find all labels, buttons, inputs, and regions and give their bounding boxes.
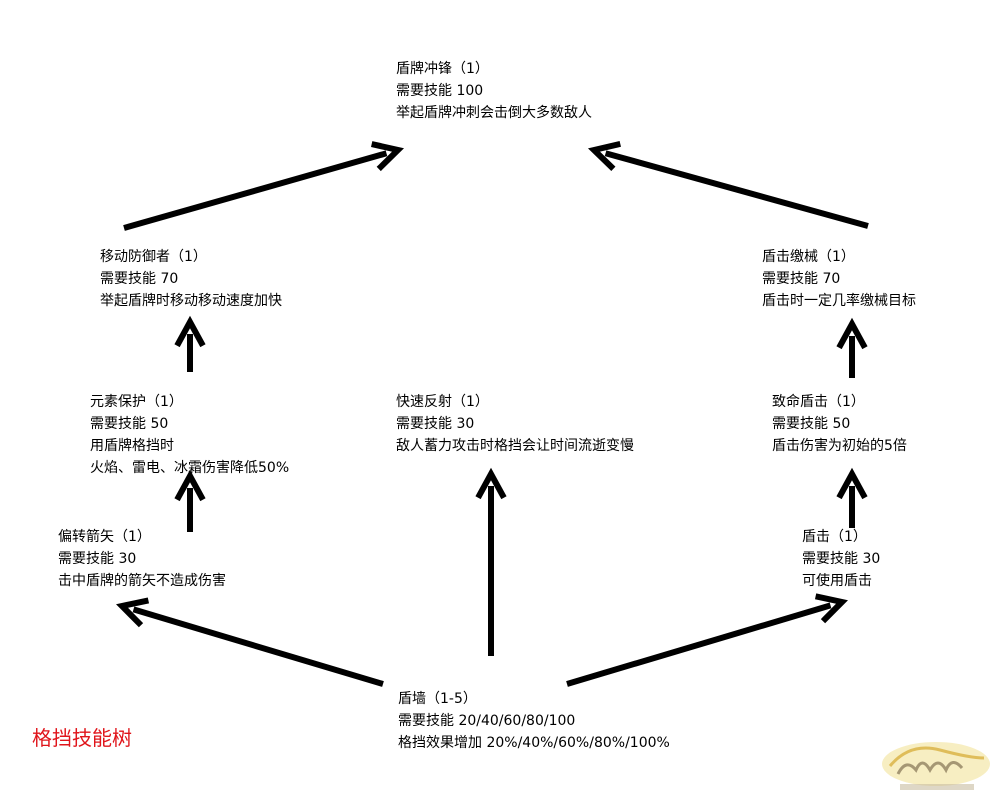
node-description: 可使用盾击 bbox=[802, 573, 872, 589]
node-description: 敌人蓄力攻击时格挡会让时间流逝变慢 bbox=[396, 438, 634, 454]
watermark-logo bbox=[882, 742, 990, 790]
node-description: 举起盾牌时移动移动速度加快 bbox=[100, 293, 282, 309]
node-deadly-bash: 致命盾击（1） 需要技能 50 盾击伤害为初始的5倍 bbox=[772, 391, 907, 457]
arrow-shield-wall-to-power-bash bbox=[566, 602, 832, 687]
node-power-bash: 盾击（1） 需要技能 30 可使用盾击 bbox=[802, 526, 880, 592]
node-description: 举起盾牌冲刺会击倒大多数敌人 bbox=[396, 105, 592, 121]
node-description: 击中盾牌的箭矢不造成伤害 bbox=[58, 573, 226, 589]
node-requirement: 需要技能 30 bbox=[58, 551, 137, 567]
arrowhead-power-bash bbox=[814, 593, 848, 624]
node-requirement: 需要技能 50 bbox=[772, 416, 851, 432]
arrowhead-elemental-protection bbox=[174, 469, 206, 502]
node-description: 盾击时一定几率缴械目标 bbox=[762, 293, 916, 309]
node-requirement: 需要技能 30 bbox=[396, 416, 475, 432]
node-name: 快速反射（1） bbox=[396, 394, 489, 410]
node-name: 盾击缴械（1） bbox=[762, 249, 855, 265]
arrowhead-deflect-arrows bbox=[116, 597, 150, 628]
node-name: 元素保护（1） bbox=[90, 394, 183, 410]
node-shield-wall: 盾墙（1-5） 需要技能 20/40/60/80/100 格挡效果增加 20%/… bbox=[398, 688, 670, 754]
node-name: 偏转箭矢（1） bbox=[58, 529, 151, 545]
node-shield-disarm: 盾击缴械（1） 需要技能 70 盾击时一定几率缴械目标 bbox=[762, 246, 916, 312]
node-elemental-protection: 元素保护（1） 需要技能 50 用盾牌格挡时 火焰、雷电、冰霜伤害降低50% bbox=[90, 391, 289, 479]
arrowhead-shield-disarm bbox=[836, 317, 868, 350]
arrowhead-deadly-bash bbox=[836, 467, 868, 500]
arrowhead-shield-charge bbox=[371, 141, 405, 172]
node-name: 移动防御者（1） bbox=[100, 249, 207, 265]
node-description: 盾击伤害为初始的5倍 bbox=[772, 438, 907, 454]
arrow-shield-disarm-to-shield-charge bbox=[604, 150, 869, 229]
tree-title: 格挡技能树 bbox=[32, 726, 132, 750]
node-name: 盾墙（1-5） bbox=[398, 691, 477, 707]
node-description-2: 火焰、雷电、冰霜伤害降低50% bbox=[90, 460, 290, 476]
node-requirement: 需要技能 70 bbox=[762, 271, 841, 287]
arrow-shield-wall-to-deflect-arrows bbox=[132, 606, 384, 687]
node-requirement: 需要技能 100 bbox=[396, 83, 484, 99]
node-mobile-defender: 移动防御者（1） 需要技能 70 举起盾牌时移动移动速度加快 bbox=[100, 246, 282, 312]
node-name: 盾击（1） bbox=[802, 529, 867, 545]
node-description: 用盾牌格挡时 bbox=[90, 438, 174, 454]
node-deflect-arrows: 偏转箭矢（1） 需要技能 30 击中盾牌的箭矢不造成伤害 bbox=[58, 526, 226, 592]
arrowhead-quick-reflexes bbox=[475, 467, 507, 500]
arrowhead-mobile-defender bbox=[174, 315, 206, 348]
node-quick-reflexes: 快速反射（1） 需要技能 30 敌人蓄力攻击时格挡会让时间流逝变慢 bbox=[396, 391, 634, 457]
arrow-mobile-defender-to-shield-charge bbox=[123, 150, 388, 231]
node-requirement: 需要技能 20/40/60/80/100 bbox=[398, 713, 576, 729]
node-requirement: 需要技能 50 bbox=[90, 416, 169, 432]
node-requirement: 需要技能 70 bbox=[100, 271, 179, 287]
node-requirement: 需要技能 30 bbox=[802, 551, 881, 567]
node-name: 盾牌冲锋（1） bbox=[396, 61, 489, 77]
arrowhead-shield-charge bbox=[587, 140, 621, 171]
node-description: 格挡效果增加 20%/40%/60%/80%/100% bbox=[398, 735, 670, 751]
node-shield-charge: 盾牌冲锋（1） 需要技能 100 举起盾牌冲刺会击倒大多数敌人 bbox=[396, 58, 592, 124]
node-name: 致命盾击（1） bbox=[772, 394, 865, 410]
